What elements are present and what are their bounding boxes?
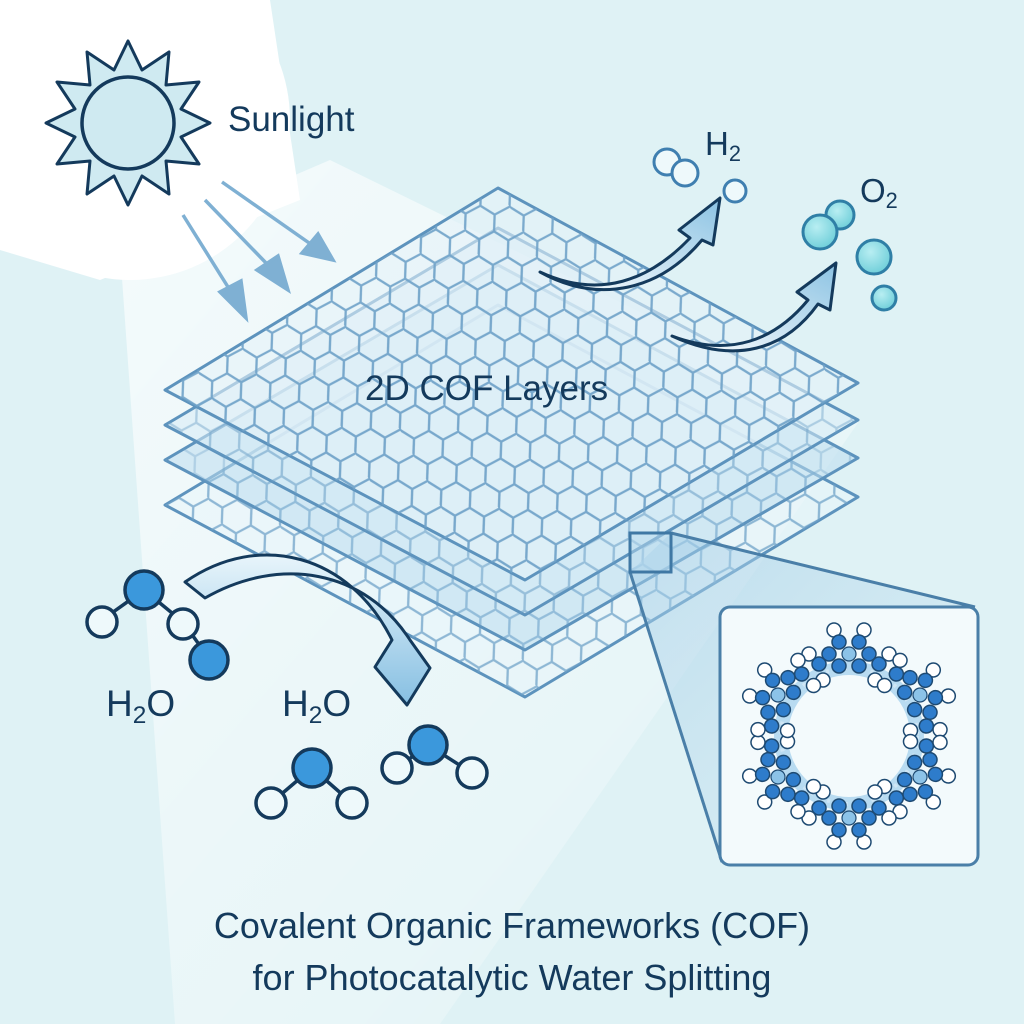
bubble-icon: [855, 238, 893, 276]
h2-bubbles: [652, 147, 748, 204]
cof-pore-structure: [726, 622, 972, 850]
water-molecule-splitting: [85, 569, 230, 681]
molecule-icon: [254, 747, 369, 820]
diagram-title: Covalent Organic Frameworks (COF) for Ph…: [0, 900, 1024, 1004]
bubble-icon: [722, 178, 748, 204]
bubble-icon: [870, 284, 898, 312]
cof-layers-label: 2D COF Layers: [365, 369, 609, 408]
h2-label: H2: [705, 125, 741, 167]
bubble-icon: [670, 158, 700, 188]
o2-bubbles: [801, 199, 898, 312]
light-rays: [181, 180, 337, 323]
cof-layer-1: [163, 186, 860, 582]
bubble-icon: [801, 213, 839, 251]
curved-arrow-up-icon: [670, 261, 838, 353]
curved-arrow-down-icon: [183, 553, 432, 707]
o2-label: O2: [860, 172, 898, 214]
title-line-2: for Photocatalytic Water Splitting: [252, 957, 772, 998]
molecule-icon: [380, 724, 489, 790]
sun-icon: [44, 39, 212, 207]
sunlight-label: Sunlight: [228, 100, 355, 139]
magnify-inset: [718, 605, 980, 867]
arrow-down-right-icon: [203, 198, 292, 295]
title-line-1: Covalent Organic Frameworks (COF): [213, 905, 811, 946]
curved-arrow-up-icon: [538, 196, 722, 292]
water-label-right: H2O: [282, 683, 352, 729]
arrow-down-right-icon: [220, 180, 337, 263]
zoom-region-marker: [628, 531, 673, 574]
water-label-left: H2O: [106, 683, 176, 729]
arrow-down-right-icon: [181, 214, 249, 323]
